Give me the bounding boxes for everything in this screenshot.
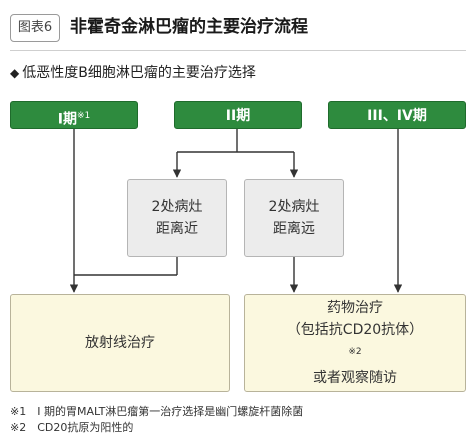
stage-3-4-box: III、IV期 xyxy=(328,101,466,129)
radiation-therapy-label: 放射线治疗 xyxy=(85,335,155,351)
drug-therapy-line2: （包括抗CD20抗体） ※2 xyxy=(287,319,423,367)
stage-2-box: II期 xyxy=(174,101,302,129)
stage-1-box: I期※1 xyxy=(10,101,138,129)
stage-3-4-label: III、IV期 xyxy=(367,108,427,124)
lesions-far-line2: 距离远 xyxy=(272,221,315,237)
diamond-bullet-icon: ◆ xyxy=(10,66,20,80)
figure-number-tag: 图表6 xyxy=(10,14,60,42)
lesions-far-line1: 2处病灶 xyxy=(268,199,320,215)
subtitle-text: 低恶性度B细胞淋巴瘤的主要治疗选择 xyxy=(22,65,256,81)
stage-1-label: I期 xyxy=(57,111,77,128)
drug-therapy-line3: 或者观察随访 xyxy=(313,369,397,386)
radiation-therapy-box: 放射线治疗 xyxy=(10,294,230,392)
drug-therapy-line2-text: （包括抗CD20抗体） xyxy=(286,322,424,339)
figure-subtitle: ◆低恶性度B细胞淋巴瘤的主要治疗选择 xyxy=(10,63,256,83)
title-divider xyxy=(10,50,466,51)
drug-therapy-box: 药物治疗 （包括抗CD20抗体） ※2 或者观察随访 xyxy=(244,294,466,392)
drug-therapy-line1: 药物治疗 xyxy=(327,300,383,317)
lesions-near-box: 2处病灶 距离近 xyxy=(127,179,227,257)
lesions-far-box: 2处病灶 距离远 xyxy=(244,179,344,257)
stage-2-label: II期 xyxy=(225,108,251,124)
lesions-near-line1: 2处病灶 xyxy=(151,199,203,215)
footnote-1: ※1 I 期的胃MALT淋巴瘤第一治疗选择是幽门螺旋杆菌除菌 xyxy=(10,405,304,418)
lesions-near-line2: 距离近 xyxy=(155,221,198,237)
drug-therapy-footnote-mark: ※2 xyxy=(348,347,362,358)
figure-title: 非霍奇金淋巴瘤的主要治疗流程 xyxy=(70,17,308,37)
footnote-2: ※2 CD20抗原为阳性的 xyxy=(10,421,134,434)
stage-1-footnote-mark: ※1 xyxy=(76,111,91,121)
